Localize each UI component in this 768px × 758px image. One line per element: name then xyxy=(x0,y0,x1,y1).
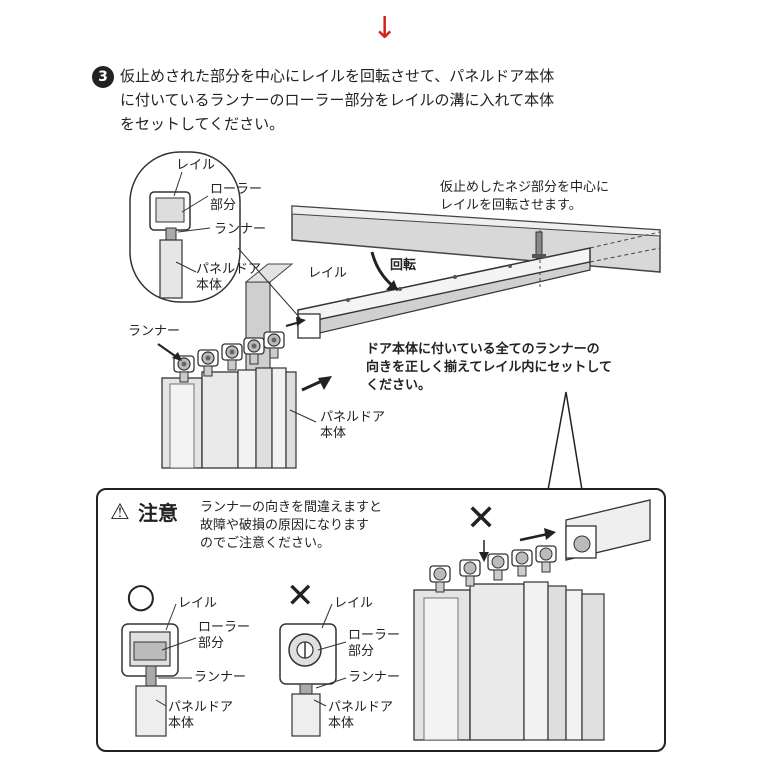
rail-detail-inset xyxy=(129,151,301,319)
panel-door-stack-top xyxy=(161,331,297,469)
inset-door-label-1: パネルドア xyxy=(196,262,262,277)
good-door-label-1: パネルドア xyxy=(168,700,234,715)
good-rail-label: レイル xyxy=(178,596,218,611)
red-down-arrow: ↓ xyxy=(372,11,398,46)
inset-runner-label: ランナー xyxy=(214,222,267,237)
inset-door-label-2: 本体 xyxy=(196,278,223,293)
good-runner-label: ランナー xyxy=(194,670,247,685)
rail-label: レイル xyxy=(308,266,348,281)
inset-rail-label: レイル xyxy=(176,158,216,173)
bad-roller-label-2: 部分 xyxy=(348,644,375,659)
caution-line-2: 故障や破損の原因になります xyxy=(200,518,370,533)
door-label-1: パネルドア xyxy=(320,410,386,425)
instruction-line-1: ドア本体に付いている全てのランナーの xyxy=(366,342,600,357)
good-roller-label-2: 部分 xyxy=(198,636,225,651)
rotate-label: 回転 xyxy=(390,258,417,273)
step-text-line-2: に付いているランナーのローラー部分をレイルの溝に入れて本体 xyxy=(120,91,555,109)
incorrect-mark: ✕ xyxy=(286,576,315,616)
instruction-line-2: 向きを正しく揃えてレイル内にセットして xyxy=(366,360,612,375)
step-text-line-1: 仮止めされた部分を中心にレイルを回転させて、パネルドア本体 xyxy=(120,67,555,85)
bad-roller-label-1: ローラー xyxy=(348,628,401,643)
bad-rail-label: レイル xyxy=(334,596,374,611)
step-number-badge: 3 xyxy=(92,66,114,88)
good-roller-label-1: ローラー xyxy=(198,620,251,635)
runner-label: ランナー xyxy=(128,324,181,339)
warning-icon: ⚠ xyxy=(110,500,130,525)
callout-pointer xyxy=(547,391,583,491)
screw xyxy=(532,231,546,259)
screw-note-line-2: レイルを回転させます。 xyxy=(440,198,582,213)
inset-roller-label-1: ローラー xyxy=(210,182,263,197)
bad-door-label-2: 本体 xyxy=(328,716,355,731)
step-text-line-3: をセットしてください。 xyxy=(120,115,285,133)
door-label-2: 本体 xyxy=(320,426,347,441)
caution-line-3: のでご注意ください。 xyxy=(200,536,331,551)
bad-door-label-1: パネルドア xyxy=(328,700,394,715)
correct-mark: ○ xyxy=(126,576,156,616)
caution-line-1: ランナーの向きを間違えますと xyxy=(200,500,383,515)
bad-runner-label: ランナー xyxy=(348,670,401,685)
inset-roller-label-2: 部分 xyxy=(210,198,237,213)
instruction-line-3: ください。 xyxy=(366,378,432,393)
caution-title: 注意 xyxy=(138,501,178,525)
direction-arrows-top xyxy=(157,317,332,423)
screw-note-line-1: 仮止めしたネジ部分を中心に xyxy=(440,180,610,195)
rail xyxy=(297,230,661,339)
incorrect-mark-3d: ✕ xyxy=(466,498,497,539)
good-door-label-2: 本体 xyxy=(168,716,195,731)
